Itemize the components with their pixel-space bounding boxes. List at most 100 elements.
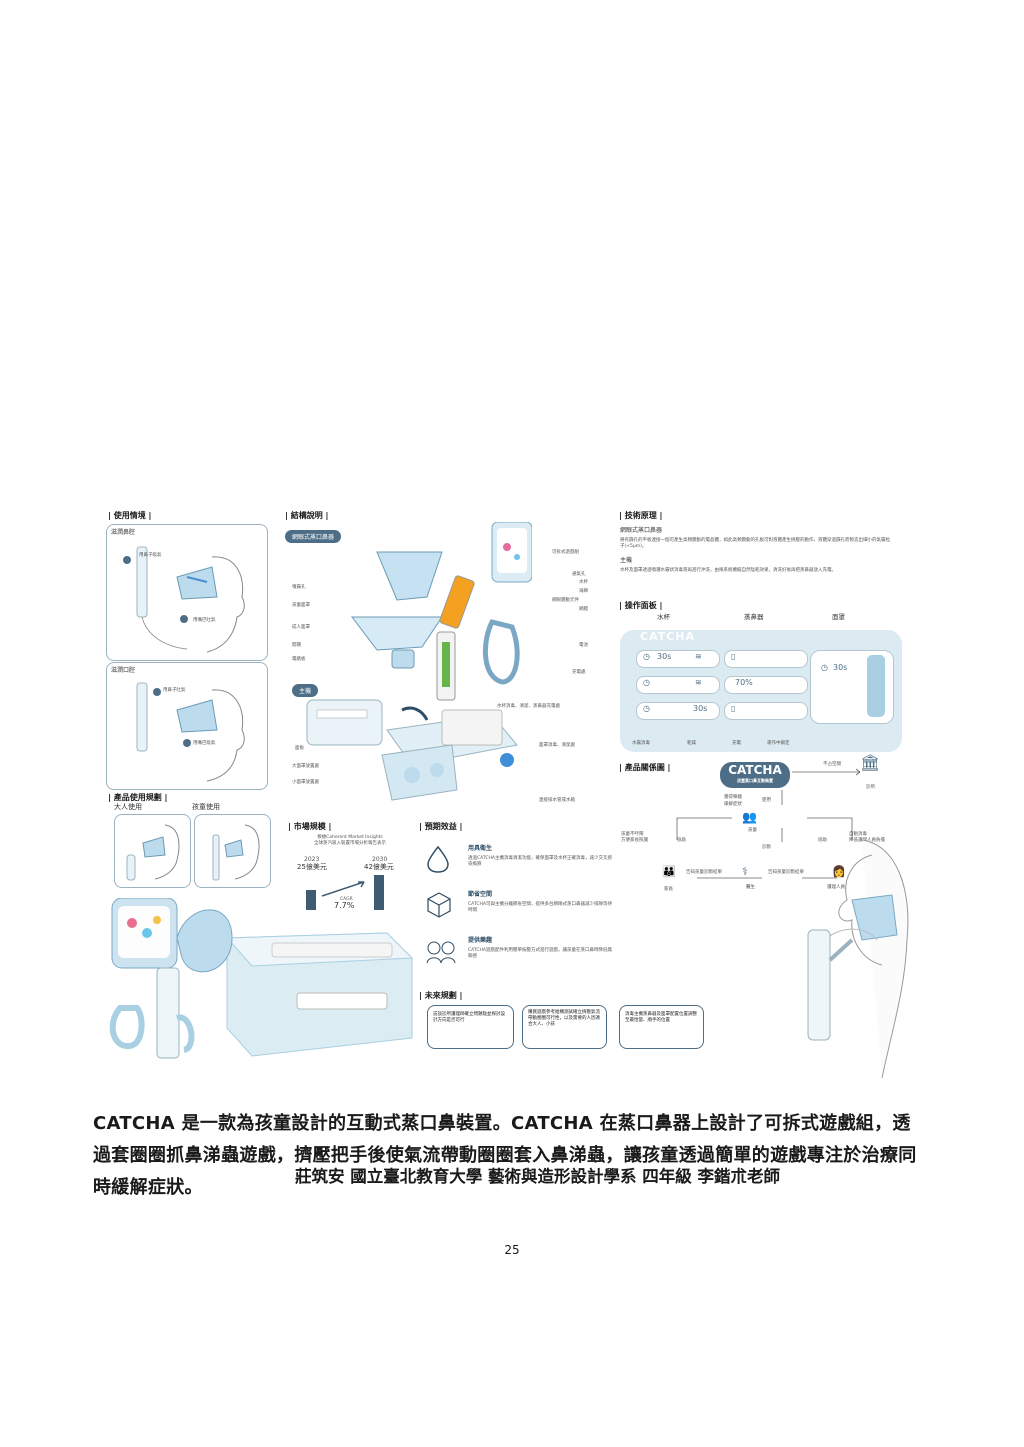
kids-icon (426, 941, 456, 964)
market-year-2030: 2030 (372, 856, 388, 863)
panel-row3-mid[interactable]: ▯ (724, 702, 808, 720)
section-market: | 市場規模 | (288, 822, 332, 831)
label-vent: 通氣孔 (572, 572, 586, 577)
row3-time: 30s (693, 704, 708, 713)
tech-heading2: 主機 (620, 557, 633, 564)
children-icon: 👥 (742, 810, 757, 824)
relations-inform-right: 告知孩童診斷結果 (768, 870, 804, 875)
future-item-1-text: 訪談診所護理師確立問題點並探討設計方向是否可行 (433, 1012, 505, 1023)
relations-space: 不占空間 (823, 762, 841, 767)
host-label-panel: 面板 (295, 746, 304, 751)
section-tech: | 技術原理 | (619, 511, 663, 520)
battery-icon: ▯ (731, 652, 736, 661)
relations-fun: 獲得樂趣 (724, 795, 742, 800)
dry-icon: ≋ (695, 652, 702, 661)
market-value-2030: 42億美元 (364, 863, 394, 871)
market-year-2023: 2023 (304, 856, 320, 863)
growth-arrow-icon (321, 881, 365, 897)
panel-row2-mid[interactable]: 70% (724, 676, 808, 694)
clock-icon: ◷ (643, 652, 650, 661)
cube-icon (427, 892, 451, 918)
label-adult-mask: 成人面罩 (292, 625, 310, 630)
adult-use-label: 大人使用 (114, 803, 142, 811)
col-nebulizer: 蒸鼻器 (744, 613, 764, 621)
section-usage: | 使用情境 | (108, 511, 152, 520)
host-pill: 主機 (292, 684, 319, 697)
tech-text2: 水杯及面罩透過噴灑水霧狀消毒液再進行沖洗，由風系統機擬自然陰乾效果，清洗好後再把… (620, 568, 836, 573)
page-number: 25 (504, 1243, 520, 1257)
section-relations: | 產品關係圖 | (619, 763, 671, 772)
mask-time: 30s (833, 663, 848, 672)
market-source: 根據Coherent Market Insights 全球蒸汽吸入裝置市場分析報… (314, 835, 386, 846)
relations-brand-sub: 孩童蒸口鼻互動裝置 (737, 778, 773, 783)
label-child-mask: 孩童面罩 (292, 603, 310, 608)
panel-row1-left[interactable]: ◷ 30s ≋ (636, 650, 720, 668)
section-benefits: | 預期效益 | (419, 822, 463, 831)
future-item-2-text: 購買遊戲參考給構測試確立擠壓氣流帶動圈圈可行性，以及需要的人因適合大人、小孩 (528, 1010, 600, 1027)
clock-icon-mask: ◷ (821, 663, 828, 672)
dry-icon-2: ≋ (695, 678, 702, 687)
label-mesh: 網膜 (579, 607, 588, 612)
nebulizer-pill: 網眼式蒸口鼻器 (285, 530, 342, 543)
row1-time: 30s (657, 652, 672, 661)
control-panel: CATCHA ◷ 30s ≋ ▯ ◷ ≋ 70% ◷ 30s ▯ ◷ 30s (620, 630, 902, 752)
label-locked: 運作中鎖定 (767, 741, 790, 746)
doctor-icon: ⚕ (742, 865, 748, 878)
relations-assist-right: 協助 (818, 838, 827, 843)
nasal-step2: 用嘴巴吐氣 (193, 618, 216, 623)
nurse-icon: 👩 (832, 865, 846, 878)
relations-inform-left: 告知孩童診斷結果 (686, 870, 722, 875)
nasal-step1: 用鼻子吸氣 (139, 553, 162, 558)
relations-doctor: 醫生 (746, 885, 755, 890)
label-mesh-element: 網眼震動元件 (552, 598, 579, 603)
oral-step2: 用嘴巴吸氣 (193, 741, 216, 746)
tech-heading1: 網眼式蒸口鼻器 (620, 527, 663, 534)
parent-icon: 👪 (662, 865, 676, 878)
label-circuit: 電路板 (292, 657, 306, 662)
future-item-3: 消毒主機蒸鼻器及面罩配置位置調整至最恰當、順手的位置 (619, 1005, 704, 1049)
host-label-mask-clean: 面罩消毒、清潔處 (539, 743, 575, 748)
tech-text1: 將有篩孔的平板連接一個可產生高頻震動的電晶體，如此高頻震動的孔板可對液體產生擠壓… (620, 538, 890, 549)
panel-row1-mid[interactable]: ▯ (724, 650, 808, 668)
relations-assist-left: 協助 (677, 838, 686, 843)
benefit-1-title: 用具衛生 (468, 845, 493, 852)
label-switch: 開關 (292, 643, 301, 648)
panel-row3-left[interactable]: ◷ 30s (636, 702, 720, 720)
adult-use-illustration (126, 824, 180, 881)
future-item-3-text: 消毒主機蒸鼻器及面罩配置位置調整至最恰當、順手的位置 (625, 1012, 697, 1023)
oral-scenario-box: 滋潤口腔 用鼻子吐氣 用嘴巴吸氣 (106, 662, 268, 790)
child-with-mask-illustration (807, 839, 909, 1078)
oral-illustration (136, 682, 245, 782)
label-sponge: 海綿 (579, 589, 588, 594)
section-structure: | 結構說明 | (285, 511, 329, 520)
label-battery: 電池 (579, 643, 588, 648)
host-label-small-mask: 小面罩放置處 (292, 780, 319, 785)
relations-nurse: 護理人員 (827, 885, 845, 890)
host-label-large-mask: 大面罩放置處 (292, 764, 319, 769)
label-charge: 充電處 (572, 670, 586, 675)
benefit-3-title: 提供樂趣 (468, 937, 493, 944)
label-spray-hole: 噴霧孔 (292, 585, 306, 590)
nasal-scenario-box: 滋潤鼻腔 用鼻子吸氣 用嘴巴吐氣 (106, 524, 268, 661)
project-description: CATCHA 是一款為孩童設計的互動式蒸口鼻裝置。CATCHA 在蒸口鼻器上設計… (93, 1113, 917, 1198)
col-mask: 面罩 (832, 613, 845, 621)
host-label-cup-clean: 水杯消毒、清潔、蒸鼻器充電處 (497, 704, 560, 709)
poster-image: | 使用情境 | 滋潤鼻腔 用鼻子吸氣 用嘴巴吐氣 滋潤口腔 用鼻子吐氣 用嘴巴… (92, 500, 914, 1078)
relations-parent: 家長 (664, 887, 673, 892)
relations-brand-badge: CATCHA 孩童蒸口鼻互動裝置 (720, 762, 790, 788)
adult-use-box (114, 814, 191, 888)
benefit-2-text: CATCHA可與主機分離節省空間，提供多台網眼式蒸口鼻器減少排隊等待時間 (468, 902, 612, 913)
label-dry: 乾燥 (687, 741, 696, 746)
benefit-1-text: 透過CATCHA主機消毒清潔功能，確保面罩及水杯正確消毒，減少交叉感染風險 (468, 856, 612, 867)
clock-icon-2: ◷ (643, 678, 650, 687)
product-render (109, 898, 414, 1059)
future-item-1: 訪談診所護理師確立問題點並探討設計方向是否可行 (427, 1005, 514, 1049)
battery-icon-3: ▯ (731, 704, 736, 713)
col-water-cup: 水杯 (657, 613, 670, 621)
cagr-value: 7.7% (334, 901, 355, 910)
water-drop-icon (427, 845, 449, 873)
cagr-label: CAGR (340, 897, 353, 902)
label-cup: 水杯 (579, 580, 588, 585)
panel-mask-area[interactable]: ◷ 30s (810, 650, 894, 724)
panel-row2-left[interactable]: ◷ ≋ (636, 676, 720, 694)
